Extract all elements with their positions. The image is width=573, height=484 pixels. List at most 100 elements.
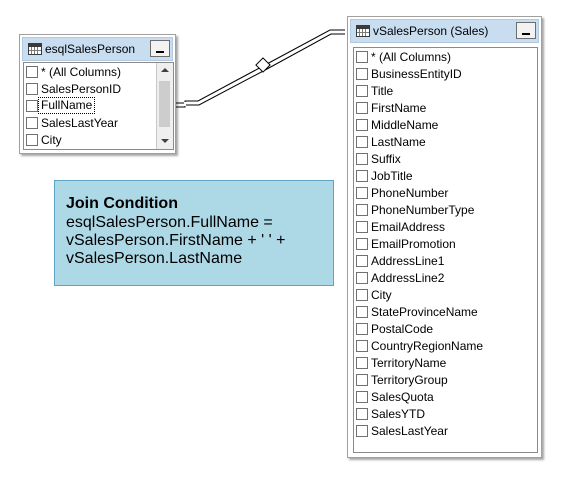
column-label: EmailAddress: [371, 220, 446, 234]
column-row[interactable]: City: [356, 287, 539, 304]
column-row[interactable]: City: [26, 132, 175, 149]
column-label: JobTitle: [371, 169, 413, 183]
column-row[interactable]: SalesLastYear: [26, 115, 175, 132]
column-checkbox[interactable]: [356, 374, 368, 386]
column-checkbox[interactable]: [356, 221, 368, 233]
column-row[interactable]: LastName: [356, 134, 539, 151]
column-row[interactable]: * (All Columns): [26, 64, 175, 81]
column-row[interactable]: FullName: [26, 97, 175, 115]
table-title: vSalesPerson (Sales): [373, 24, 489, 38]
column-checkbox[interactable]: [356, 340, 368, 352]
column-checkbox[interactable]: [26, 100, 38, 112]
column-checkbox[interactable]: [356, 408, 368, 420]
column-row[interactable]: JobTitle: [356, 168, 539, 185]
table-window-esqlSalesPerson[interactable]: esqlSalesPerson * (All Columns) SalesPers…: [19, 34, 176, 154]
table-window-vSalesPerson[interactable]: vSalesPerson (Sales) * (All Columns) Busi…: [347, 16, 542, 458]
column-row[interactable]: Title: [356, 83, 539, 100]
column-checkbox[interactable]: [356, 238, 368, 250]
column-label: BusinessEntityID: [371, 67, 462, 81]
column-checkbox[interactable]: [26, 83, 38, 95]
column-row[interactable]: PostalCode: [356, 321, 539, 338]
scroll-thumb[interactable]: [159, 81, 170, 127]
column-label: AddressLine2: [371, 271, 445, 285]
column-label: FullName: [37, 97, 96, 114]
column-row[interactable]: MiddleName: [356, 117, 539, 134]
column-row[interactable]: EmailPromotion: [356, 236, 539, 253]
title-bar[interactable]: vSalesPerson (Sales): [350, 19, 539, 43]
column-checkbox[interactable]: [356, 425, 368, 437]
column-checkbox[interactable]: [26, 134, 38, 146]
column-row[interactable]: CountryRegionName: [356, 338, 539, 355]
column-label: AddressLine1: [371, 254, 445, 268]
column-checkbox[interactable]: [356, 136, 368, 148]
column-label: TerritoryName: [371, 356, 447, 370]
column-label: Suffix: [371, 152, 401, 166]
column-checkbox[interactable]: [356, 272, 368, 284]
scroll-down-button[interactable]: [157, 133, 173, 149]
column-checkbox[interactable]: [356, 204, 368, 216]
column-row[interactable]: PhoneNumberType: [356, 202, 539, 219]
column-label: City: [371, 288, 392, 302]
column-label: LastName: [371, 135, 426, 149]
column-row[interactable]: SalesLastYear: [356, 423, 539, 440]
column-checkbox[interactable]: [26, 117, 38, 129]
column-row[interactable]: FirstName: [356, 100, 539, 117]
column-checkbox[interactable]: [356, 391, 368, 403]
minimize-button[interactable]: [150, 40, 170, 57]
column-checkbox[interactable]: [356, 119, 368, 131]
table-icon: [356, 25, 370, 37]
column-checkbox[interactable]: [356, 68, 368, 80]
column-checkbox[interactable]: [356, 187, 368, 199]
table-title: esqlSalesPerson: [45, 42, 136, 56]
arrow-down-icon: [161, 139, 169, 143]
column-row[interactable]: TerritoryName: [356, 355, 539, 372]
column-checkbox[interactable]: [356, 289, 368, 301]
column-checkbox[interactable]: [26, 66, 38, 78]
column-label: * (All Columns): [371, 50, 452, 64]
column-label: StateProvinceName: [371, 305, 478, 319]
column-checkbox[interactable]: [356, 85, 368, 97]
column-checkbox[interactable]: [356, 170, 368, 182]
minimize-button[interactable]: [516, 22, 536, 39]
column-checkbox[interactable]: [356, 306, 368, 318]
column-row[interactable]: PhoneNumber: [356, 185, 539, 202]
column-label: EmailPromotion: [371, 237, 456, 251]
column-checkbox[interactable]: [356, 323, 368, 335]
vertical-scrollbar[interactable]: [156, 63, 173, 149]
column-row[interactable]: BusinessEntityID: [356, 66, 539, 83]
column-label: SalesYTD: [371, 407, 426, 421]
column-checkbox[interactable]: [356, 357, 368, 369]
column-checkbox[interactable]: [356, 255, 368, 267]
column-row[interactable]: * (All Columns): [356, 49, 539, 66]
column-label: MiddleName: [371, 118, 439, 132]
join-condition-line: esqlSalesPerson.FullName =: [66, 214, 273, 231]
column-row[interactable]: AddressLine1: [356, 253, 539, 270]
column-label: City: [41, 133, 62, 147]
scroll-up-button[interactable]: [157, 63, 173, 79]
column-label: SalesQuota: [371, 390, 434, 404]
column-label: SalesLastYear: [41, 116, 118, 130]
column-checkbox[interactable]: [356, 153, 368, 165]
column-row[interactable]: EmailAddress: [356, 219, 539, 236]
column-checkbox[interactable]: [356, 102, 368, 114]
column-checkbox[interactable]: [356, 51, 368, 63]
column-label: * (All Columns): [41, 65, 122, 79]
column-label: FirstName: [371, 101, 427, 115]
column-row[interactable]: AddressLine2: [356, 270, 539, 287]
title-bar[interactable]: esqlSalesPerson: [22, 37, 173, 61]
arrow-up-icon: [161, 68, 169, 72]
column-row[interactable]: SalesYTD: [356, 406, 539, 423]
column-label: PhoneNumber: [371, 186, 449, 200]
column-row[interactable]: SalesPersonID: [26, 81, 175, 98]
join-diamond-icon: [255, 57, 271, 73]
column-row[interactable]: Suffix: [356, 151, 539, 168]
join-condition-line: vSalesPerson.FirstName + ' ' +: [66, 232, 286, 249]
column-label: SalesLastYear: [371, 424, 448, 438]
join-condition-title: Join Condition: [66, 195, 178, 212]
column-row[interactable]: SalesQuota: [356, 389, 539, 406]
column-row[interactable]: StateProvinceName: [356, 304, 539, 321]
column-row[interactable]: TerritoryGroup: [356, 372, 539, 389]
